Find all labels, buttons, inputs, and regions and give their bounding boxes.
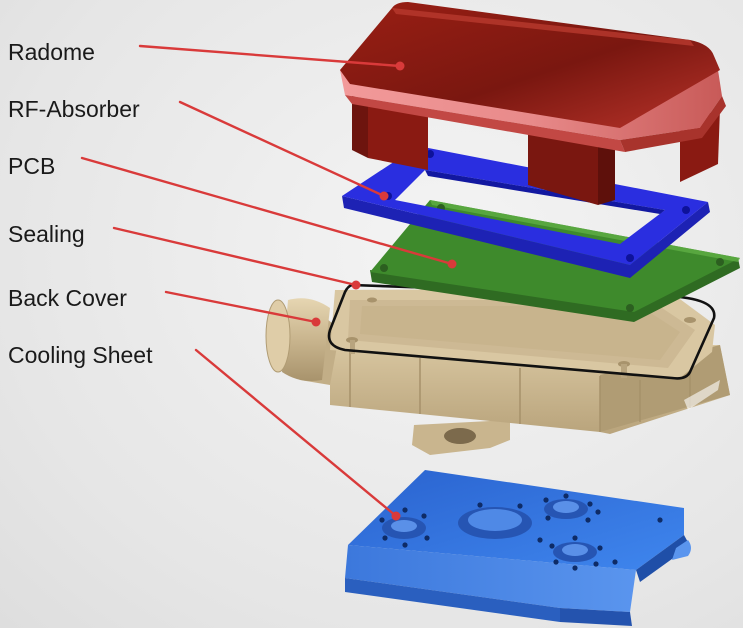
label-back-cover: Back Cover	[8, 285, 127, 311]
leader-line-back-cover	[164, 290, 318, 324]
leader-dot-sealing	[351, 280, 361, 290]
leader-line-pcb	[80, 156, 454, 266]
label-radome: Radome	[8, 39, 95, 65]
leader-dot-pcb	[447, 259, 457, 269]
leader-dot-rf-absorber	[379, 191, 389, 201]
leader-dot-cooling-sheet	[391, 511, 401, 521]
label-rf-absorber: RF-Absorber	[8, 96, 140, 122]
leader-line-radome	[138, 44, 402, 68]
label-cooling-sheet: Cooling Sheet	[8, 342, 153, 368]
back-cover-part	[265, 288, 730, 455]
cooling-sheet-part	[345, 470, 691, 626]
radome-part	[340, 2, 726, 205]
label-sealing: Sealing	[8, 221, 85, 247]
label-pcb: PCB	[8, 153, 56, 179]
leader-lines	[80, 44, 454, 518]
leader-line-cooling-sheet	[194, 348, 398, 518]
rf-absorber-part	[342, 146, 710, 278]
sealing-part	[327, 283, 716, 380]
leader-line-rf-absorber	[178, 100, 386, 198]
leader-line-endpoints	[311, 61, 457, 521]
leader-dot-radome	[395, 61, 405, 71]
leader-dot-back-cover	[311, 317, 321, 327]
leader-line-sealing	[112, 226, 358, 287]
